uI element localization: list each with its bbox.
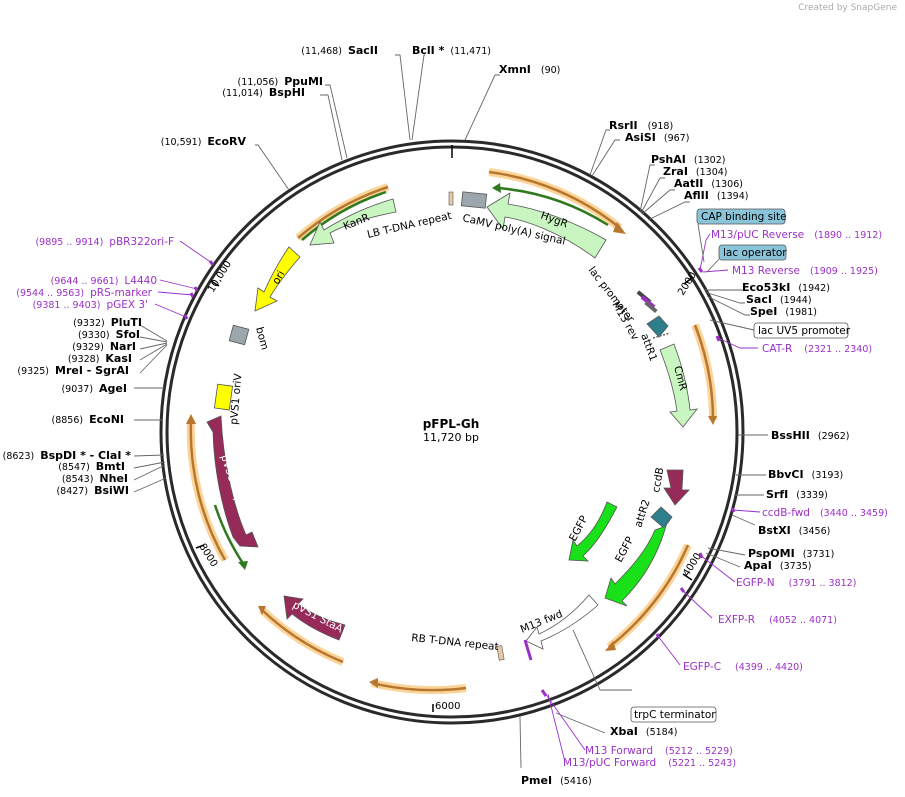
orf-arcs: [186, 168, 717, 695]
enzyme-agei: (9037)AgeI: [61, 382, 127, 395]
primer-m13-puc-reverse: M13/pUC Reverse(1890 .. 1912): [711, 229, 882, 241]
primer-prs-marker: (9544 .. 9563)pRS-marker: [16, 287, 152, 299]
enzyme-eco53ki: Eco53kI(1942): [742, 281, 830, 294]
enzyme-pshai: PshAI(1302): [651, 153, 725, 166]
enzyme-spei: SpeI(1981): [750, 305, 817, 318]
attr1-feature: [646, 315, 669, 338]
plasmid-length: 11,720 bp: [423, 431, 479, 444]
enzyme-aatii: AatII(1306): [674, 177, 743, 190]
ori-label: ori: [270, 269, 287, 287]
kanr-feature: [309, 198, 397, 246]
bom-feature: [228, 324, 250, 346]
primers: (9895 .. 9914)pBR322ori-F (9644 .. 9661)…: [16, 229, 888, 769]
enzyme-ppumi: (11,056)PpuMI: [238, 75, 323, 88]
attr2-label: attR2: [632, 498, 652, 529]
egfp-feature-inner: [568, 501, 618, 562]
enzymes-right: BclI *(11,471) XmnI(90) RsrII(918) AsiSI…: [412, 44, 849, 787]
enzyme-bsshii: BssHII(2962): [771, 429, 849, 442]
lac-operator-box: lac operator: [706, 244, 787, 273]
rb-tdna-label: RB T-DNA repeat: [411, 632, 500, 653]
enzyme-saci: SacI(1944): [746, 293, 812, 306]
hygr-feature: [486, 192, 607, 259]
enzyme-sfoi: (9330)SfoI: [78, 328, 140, 341]
pvs1-repa-feature: [206, 415, 259, 548]
m13-fwd-primer-mark: [523, 639, 533, 661]
tick-marks: [195, 145, 694, 712]
enzyme-nhei: (8543)NheI: [62, 472, 128, 485]
camv-polya-feature: [460, 191, 488, 209]
enzyme-mrei-sgrai: (9325)MreI - SgrAI: [17, 364, 129, 377]
primer-m13-puc-forward: M13/pUC Forward(5221 .. 5243): [563, 757, 736, 769]
pvs1-staa-feature: [283, 595, 346, 641]
egfp-label-1: EGFP: [613, 535, 636, 565]
egfp-feature-large: [604, 525, 667, 607]
primer-egfp-n: EGFP-N(3791 .. 3812): [736, 577, 856, 589]
enzymes-left: (11,468)SacII (11,056)PpuMI (11,014)BspH…: [3, 44, 378, 497]
cmr-feature: [659, 343, 698, 428]
attr1-dashes: [652, 332, 671, 339]
primer-ccdb-fwd: ccdB-fwd(3440 .. 3459): [762, 507, 888, 519]
enzyme-sacii: (11,468)SacII: [301, 44, 378, 57]
enzyme-srfi: SrfI(3339): [766, 488, 828, 501]
watermark-text: Created by SnapGene: [798, 3, 897, 13]
enzyme-xmni: XmnI(90): [499, 63, 560, 76]
bom-label: bom: [253, 326, 271, 352]
inner-green-arcs: [213, 183, 609, 570]
enzyme-bstxi: BstXI(3456): [758, 524, 830, 537]
enzyme-apai: ApaI(3735): [744, 559, 812, 572]
enzyme-pluti: (9332)PluTI: [73, 316, 142, 329]
enzyme-pmei: PmeI(5416): [521, 774, 592, 787]
primer-pgex3: (9381 .. 9403)pGEX 3': [33, 299, 148, 311]
pvs1-oriv-feature: [213, 383, 234, 411]
primer-leaders: [154, 233, 761, 763]
plasmid-name: pFPL-Gh: [423, 417, 480, 431]
lac-small-features: [636, 290, 658, 314]
enzyme-bsiwi: (8427)BsiWI: [56, 484, 129, 497]
primer-marks: [183, 260, 736, 697]
enzyme-leaders: [133, 54, 768, 769]
primer-m13-forward: M13 Forward(5212 .. 5229): [585, 745, 733, 757]
lb-tdna-feature: [448, 191, 454, 206]
enzyme-kasi: (9328)KasI: [68, 352, 132, 365]
lac-uv5-promoter-box: lac UV5 promoter: [709, 319, 851, 339]
enzyme-econi: (8856)EcoNI: [52, 413, 124, 426]
enzyme-ecorv: (10,591)EcoRV: [161, 135, 247, 148]
primer-egfp-c: EGFP-C(4399 .. 4420): [683, 661, 803, 673]
enzyme-nari: (9329)NarI: [72, 340, 136, 353]
pvs1-oriv-label: pVS1 oriV: [228, 372, 245, 425]
boxed-features: CAP binding site lac operator lac UV5 pr…: [630, 208, 851, 723]
enzyme-bsphi: (11,014)BspHI: [222, 86, 305, 99]
enzyme-pspomi: PspOMI(3731): [748, 547, 834, 560]
trpc-terminator-box: trpC terminator: [630, 706, 717, 723]
svg-text:lac UV5 promoter: lac UV5 promoter: [758, 325, 851, 337]
primer-pbr322ori-f: (9895 .. 9914)pBR322ori-F: [35, 236, 174, 248]
svg-text:lac operator: lac operator: [723, 247, 787, 259]
m13-fwd-feature: [525, 594, 599, 650]
primer-exfp-r: EXFP-R(4052 .. 4071): [718, 614, 837, 626]
ori-feature: [254, 246, 301, 312]
attr2-feature: [650, 506, 673, 529]
enzyme-xbai: XbaI(5184): [610, 725, 677, 738]
rb-tdna-feature: [496, 645, 505, 661]
primer-cat-r: CAT-R(2321 .. 2340): [762, 343, 872, 355]
svg-text:CAP binding site: CAP binding site: [701, 211, 787, 223]
tick-6000: 6000: [435, 701, 460, 712]
svg-text:trpC terminator: trpC terminator: [634, 709, 716, 721]
enzyme-bbvci: BbvCI(3193): [768, 468, 843, 481]
enzyme-asisi: AsiSI(967): [625, 131, 689, 144]
snapgene-watermark: Created by SnapGene: [798, 3, 897, 13]
enzyme-bmti: (8547)BmtI: [58, 460, 125, 473]
enzyme-bcli: BclI *(11,471): [412, 44, 491, 57]
ccdb-label: ccdB: [650, 466, 666, 493]
primer-l4440: (9644 .. 9661)L4440: [51, 275, 157, 287]
enzyme-zrai: ZraI(1304): [663, 165, 728, 178]
enzyme-afiii: AflII(1394): [684, 189, 748, 202]
enzyme-rsrii: RsrII(918): [609, 119, 673, 132]
ccdb-feature: [663, 469, 690, 506]
enzyme-bspdi-clai: (8623)BspDI * - ClaI *: [3, 449, 132, 462]
cap-binding-site-box: CAP binding site: [696, 208, 787, 263]
attr1-label: attR1: [638, 332, 659, 363]
primer-m13-reverse: M13 Reverse(1909 .. 1925): [732, 265, 878, 277]
